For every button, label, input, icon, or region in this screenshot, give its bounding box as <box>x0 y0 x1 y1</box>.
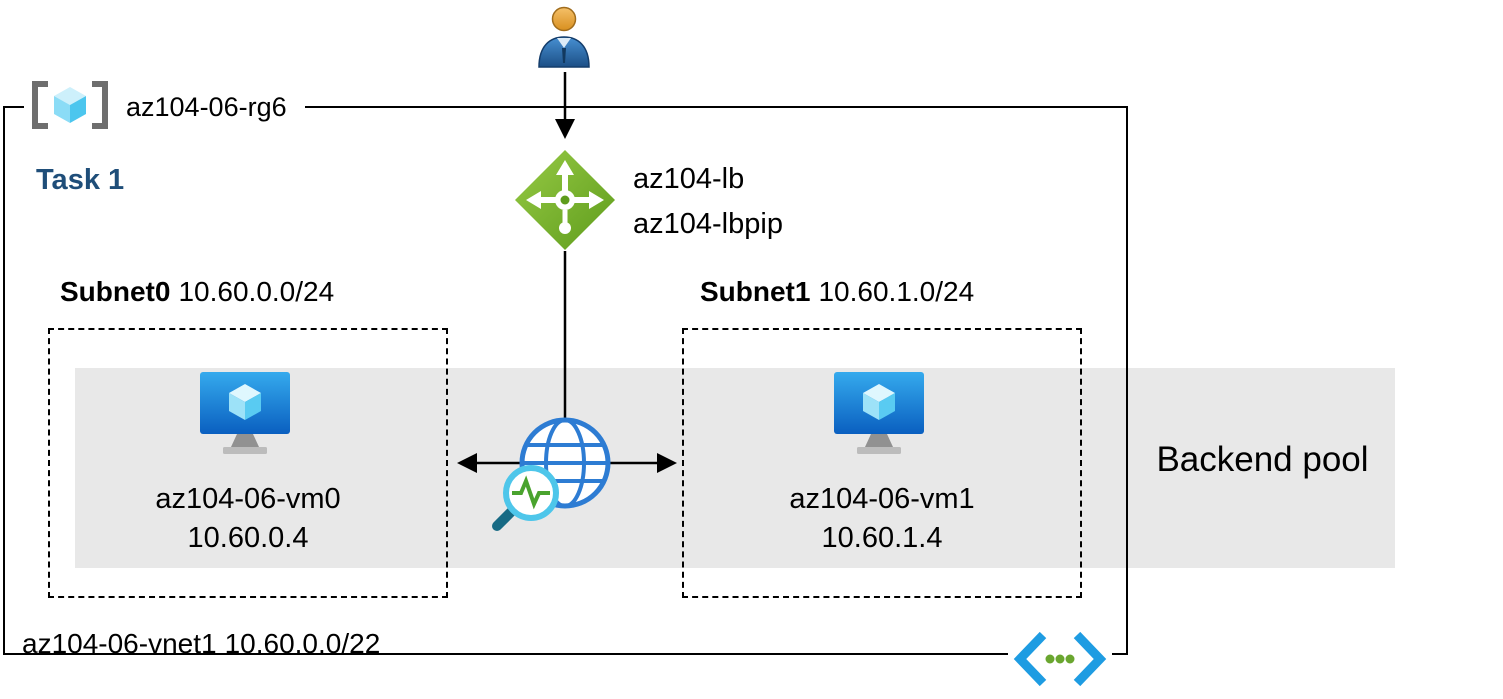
subnet0-cidr: 10.60.0.0/24 <box>178 276 335 307</box>
user-icon <box>531 5 597 69</box>
subnet1-cidr: 10.60.1.0/24 <box>818 276 975 307</box>
load-balancer-name: az104-lb <box>633 163 745 195</box>
globe-health-probe-icon <box>486 412 618 538</box>
virtual-machine-icon-vm0 <box>197 370 293 462</box>
subnet0-box <box>48 328 448 598</box>
vm0-ip: 10.60.0.4 <box>187 522 309 554</box>
resource-group-icon <box>28 80 112 135</box>
virtual-machine-icon-vm1 <box>831 370 927 462</box>
subnet1-box <box>682 328 1082 598</box>
load-balancer-icon <box>512 147 618 253</box>
vnet-cidr: 10.60.0.0/22 <box>224 628 381 659</box>
vnet-name: az104-06-vnet1 <box>22 628 217 659</box>
load-balancer-pip-name: az104-lbpip <box>633 208 783 240</box>
resource-group-header: az104-06-rg6 <box>24 80 305 134</box>
backend-pool-label: Backend pool <box>1156 440 1369 479</box>
load-balancer-labels: az104-lb az104-lbpip <box>633 157 783 247</box>
resource-group-name: az104-06-rg6 <box>126 91 287 122</box>
vm1-label: az104-06-vm1 10.60.1.4 <box>682 480 1082 558</box>
task-label: Task 1 <box>36 164 125 196</box>
backend-pool-band <box>75 368 1395 568</box>
subnet1-name: Subnet1 <box>700 276 811 307</box>
subnet0-name: Subnet0 <box>60 276 171 307</box>
vm1-ip: 10.60.1.4 <box>821 522 943 554</box>
vm0-name: az104-06-vm0 <box>155 483 341 515</box>
virtual-network-icon <box>1008 624 1112 694</box>
vm0-label: az104-06-vm0 10.60.0.4 <box>48 480 448 558</box>
vm1-name: az104-06-vm1 <box>789 483 975 515</box>
